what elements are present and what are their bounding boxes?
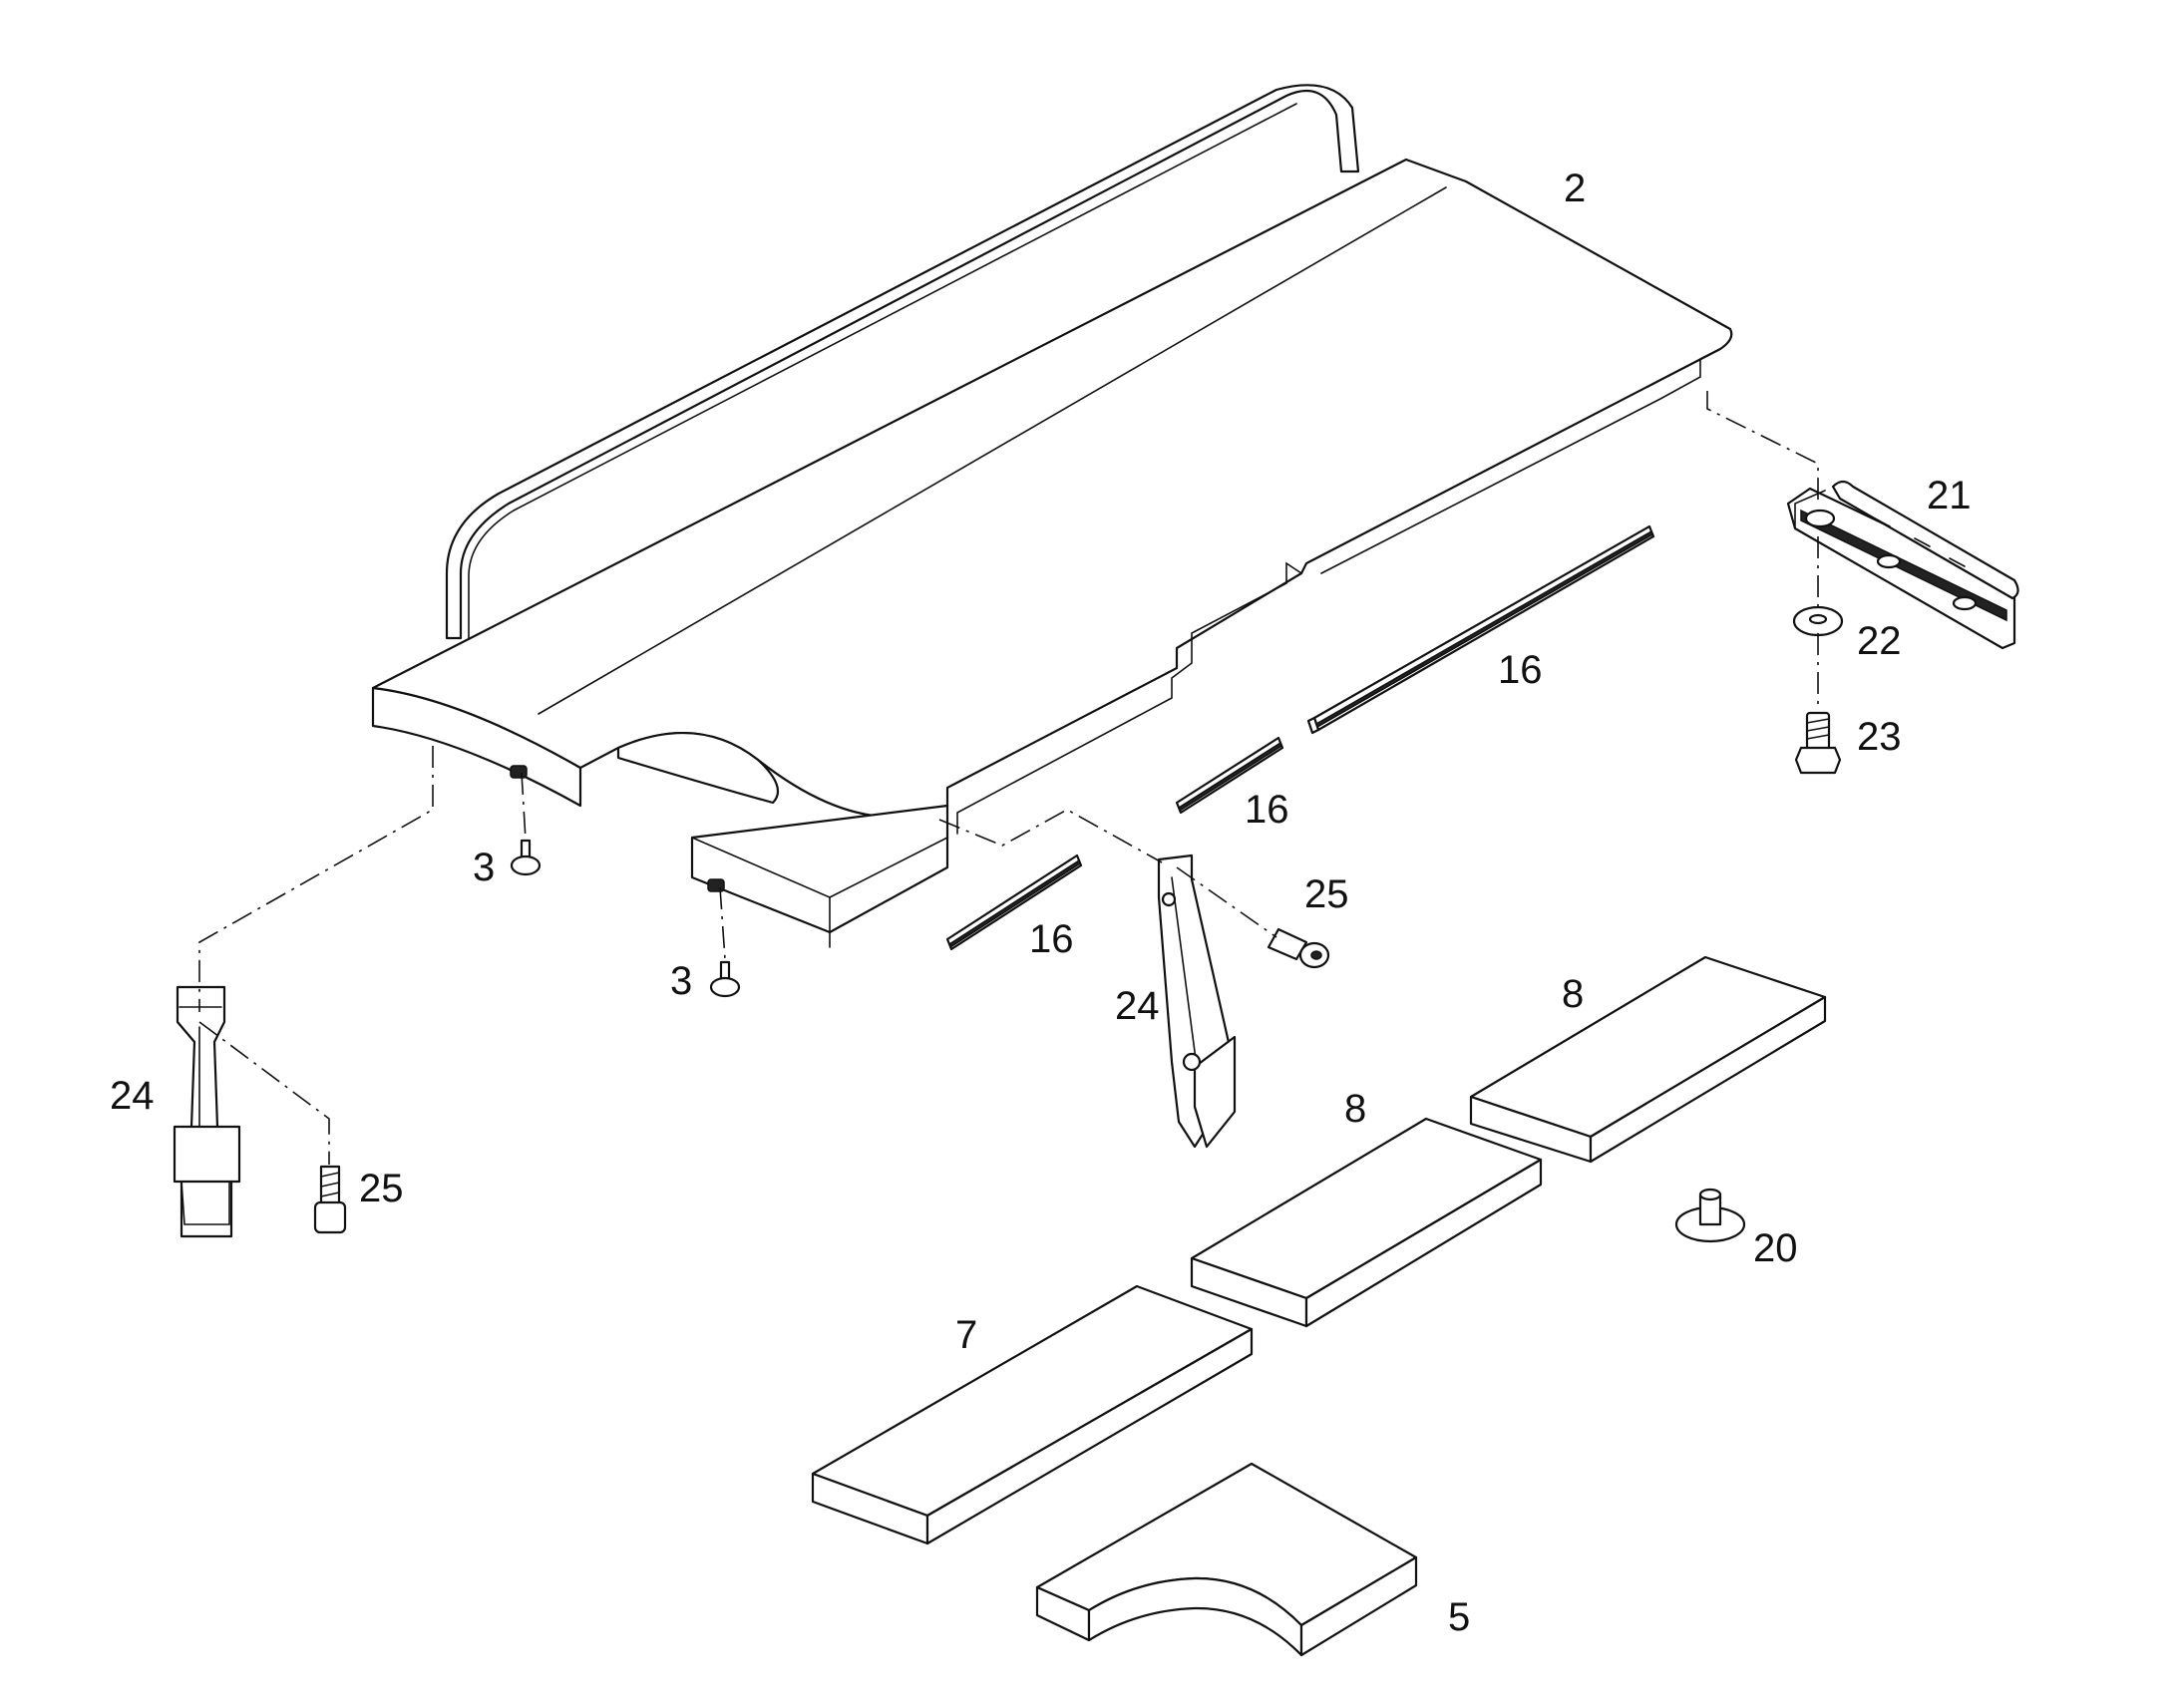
tray-handle	[445, 84, 1360, 640]
callout-16-long: 16	[1498, 648, 1543, 692]
callout-22: 22	[1857, 619, 1902, 663]
callout-25-center: 25	[1304, 872, 1349, 916]
callout-3-center: 3	[670, 959, 692, 1003]
rail-part-16-short	[1175, 736, 1284, 815]
callout-20: 20	[1753, 1226, 1798, 1270]
stud-part-20	[1674, 1188, 1746, 1243]
callout-21: 21	[1927, 474, 1972, 517]
callout-24-left: 24	[110, 1074, 155, 1118]
socket-screw-part-25-left	[313, 1165, 347, 1234]
washer-part-22	[1792, 605, 1844, 637]
callout-5: 5	[1448, 1595, 1470, 1639]
callout-16-short: 16	[1245, 788, 1289, 832]
callout-23: 23	[1857, 715, 1902, 759]
callout-labels: 2 21 22 23 16 16 16 3 3 25 25 24 24 8 8 …	[110, 167, 1972, 1639]
assembly-leader-lines	[198, 391, 1819, 1165]
latch-part-24-left	[173, 985, 241, 1238]
cushion-part-8-right	[1469, 955, 1827, 1164]
cushion-part-7	[811, 1284, 1254, 1545]
rail-part-16-lower	[945, 854, 1083, 951]
callout-25-left: 25	[359, 1167, 404, 1210]
callout-16-lower: 16	[1029, 917, 1074, 961]
cushion-part-5	[1035, 1462, 1418, 1657]
socket-screw-part-25-center	[1267, 927, 1330, 969]
callout-7: 7	[955, 1313, 977, 1357]
callout-2: 2	[1564, 167, 1586, 210]
screw-part-3-left	[510, 839, 542, 876]
cushion-part-8-center	[1190, 1117, 1543, 1328]
tray-panel-part-2	[371, 158, 1733, 948]
latch-part-24-center	[1157, 854, 1237, 1149]
callout-8-right: 8	[1562, 972, 1584, 1016]
screw-part-3-center	[709, 960, 741, 998]
callout-24-center: 24	[1115, 984, 1160, 1028]
rail-part-16-long	[1306, 524, 1655, 735]
callout-3-left: 3	[473, 846, 495, 889]
hex-bolt-part-23	[1794, 711, 1842, 775]
callout-8-center: 8	[1344, 1087, 1366, 1131]
hinge-part-21	[1786, 480, 2019, 650]
